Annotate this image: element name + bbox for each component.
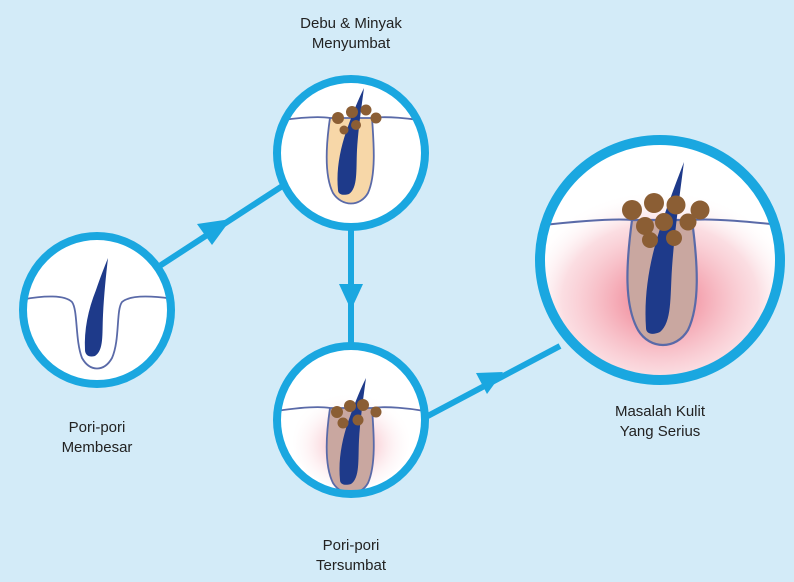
label-enlarged-pores-line2: Membesar [37, 438, 157, 458]
stage-enlarged-circle [20, 236, 180, 384]
label-serious-skin-problem-line1: Masalah Kulit [585, 402, 735, 422]
stage-clogged-circle [270, 346, 430, 494]
arrow-enlarged-to-dust [158, 183, 287, 267]
stage-dust-oil-circle [270, 79, 430, 227]
arrow-clogged-to-serious [424, 346, 560, 418]
label-clogged-pores-line1: Pori-pori [291, 536, 411, 556]
label-serious-skin-problem: Masalah Kulit Yang Serius [585, 402, 735, 442]
label-clogged-pores-line2: Tersumbat [291, 556, 411, 576]
stage-serious-circle [520, 140, 794, 410]
label-enlarged-pores-line1: Pori-pori [37, 418, 157, 438]
label-dust-oil: Debu & Minyak Menyumbat [271, 14, 431, 54]
label-dust-oil-line1: Debu & Minyak [271, 14, 431, 34]
arrow-dust-to-clogged [339, 228, 363, 346]
label-dust-oil-line2: Menyumbat [271, 34, 431, 54]
label-clogged-pores: Pori-pori Tersumbat [291, 536, 411, 576]
label-enlarged-pores: Pori-pori Membesar [37, 418, 157, 458]
label-serious-skin-problem-line2: Yang Serius [585, 422, 735, 442]
